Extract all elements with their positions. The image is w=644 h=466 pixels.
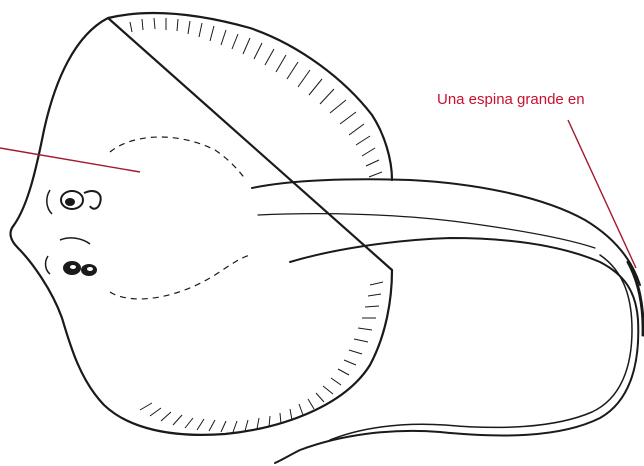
fin-ridges-bottom — [140, 282, 383, 432]
dashed-body-outline-bottom — [110, 255, 250, 299]
eye-upper — [47, 190, 101, 214]
tail-midline — [258, 214, 595, 248]
tail-upper-edge — [252, 179, 640, 285]
spine-label: Una espina grande en — [437, 92, 585, 107]
eye-lower — [46, 238, 97, 276]
tail-lower-edge — [275, 238, 638, 463]
tail-inner-curve — [330, 255, 632, 440]
spine-leader-line — [568, 120, 636, 268]
body-leader-line — [0, 148, 140, 172]
fin-ridges-top — [130, 18, 382, 177]
stingray-body-outline — [11, 13, 392, 435]
dashed-body-outline-top — [110, 137, 246, 180]
